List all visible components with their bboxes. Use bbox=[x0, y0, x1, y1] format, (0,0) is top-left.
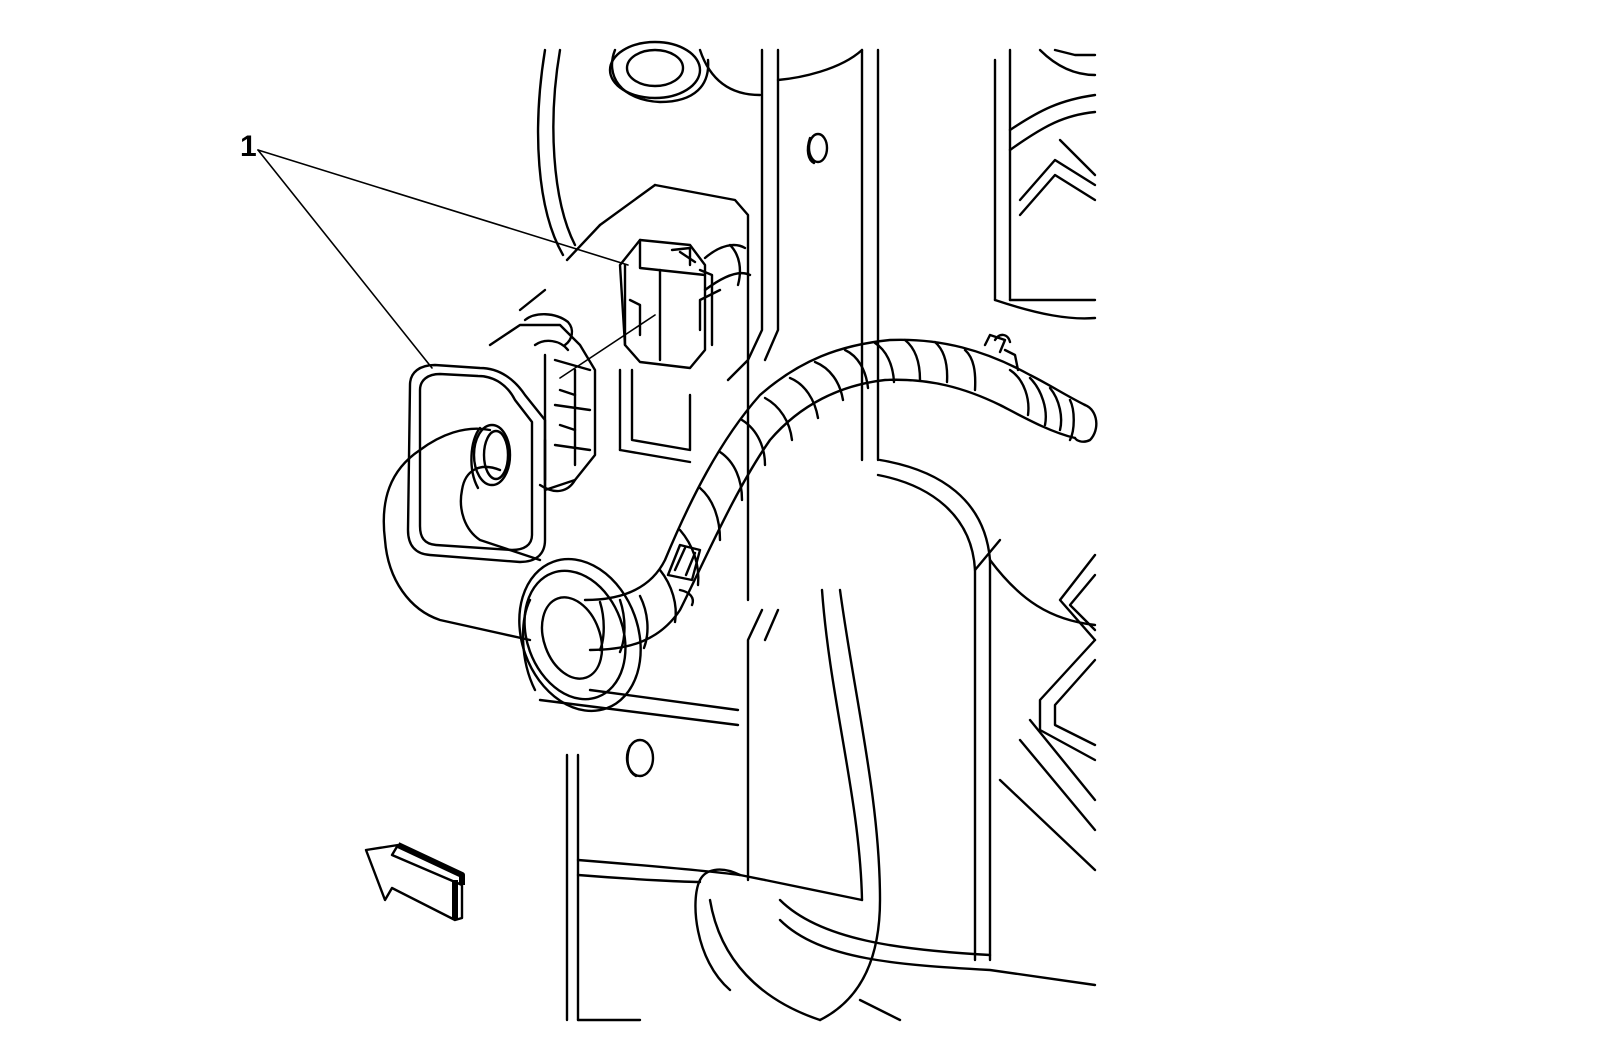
wiring-harness bbox=[583, 333, 1098, 654]
direction-arrow-icon bbox=[364, 842, 465, 922]
grommet bbox=[518, 557, 642, 713]
callout-label-1: 1 bbox=[240, 130, 257, 163]
callout-leader-lines bbox=[257, 149, 656, 379]
body-panel bbox=[518, 40, 1097, 1022]
sensor-housing bbox=[382, 313, 597, 642]
harness-connector-upper bbox=[618, 238, 752, 370]
